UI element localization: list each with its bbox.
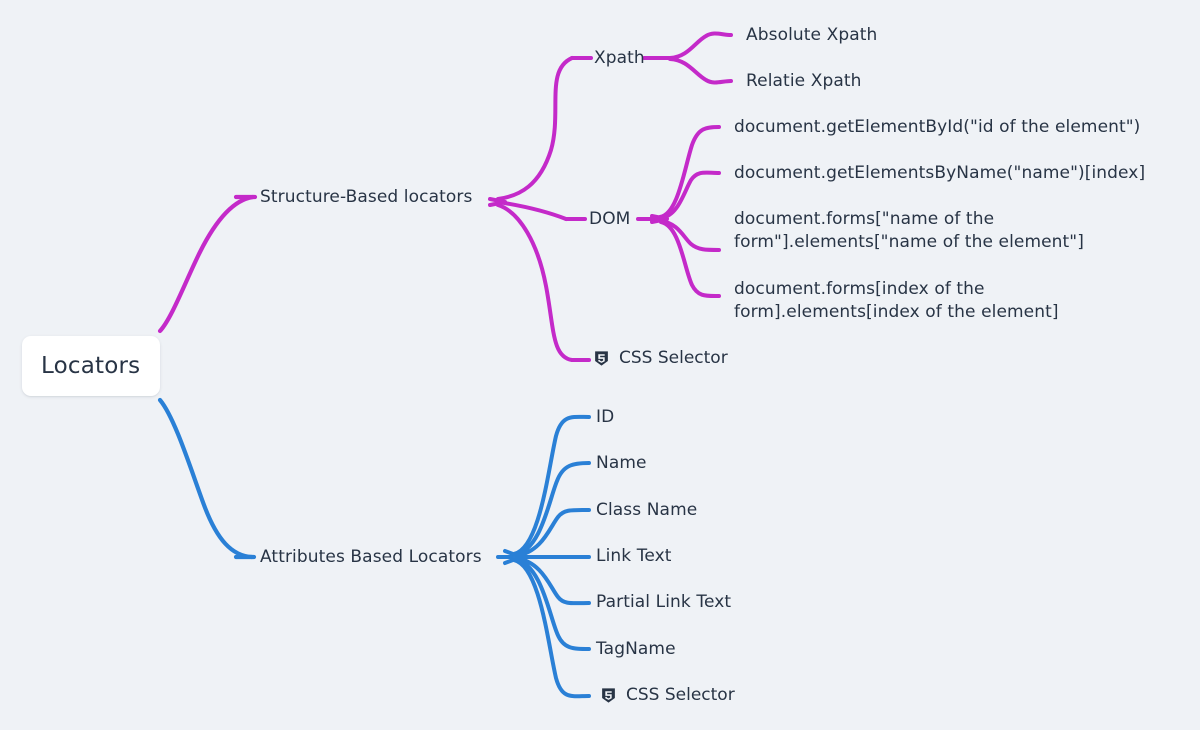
- node-attr-css-selector[interactable]: CSS Selector: [600, 685, 735, 705]
- node-relatie-xpath[interactable]: Relatie Xpath: [746, 71, 862, 91]
- edge-root-to-structure: [157, 194, 256, 334]
- node-absolute-xpath[interactable]: Absolute Xpath: [746, 25, 878, 45]
- node-attr-tagname[interactable]: TagName: [596, 639, 676, 659]
- edge-structure-to-css: [496, 203, 574, 362]
- root-node[interactable]: Locators: [22, 336, 160, 396]
- node-attr-link-text[interactable]: Link Text: [596, 546, 672, 566]
- node-xpath[interactable]: Xpath: [594, 48, 645, 68]
- edge-attributes-to-id: [512, 414, 591, 556]
- css3-shield-icon: [593, 350, 610, 367]
- edge-attributes-to-name: [513, 461, 591, 557]
- node-attr-partial-link-text[interactable]: Partial Link Text: [596, 592, 732, 612]
- edge-dom-to-getelementsbyname: [659, 170, 721, 220]
- node-attr-id[interactable]: ID: [596, 407, 615, 427]
- node-dom[interactable]: DOM: [589, 209, 631, 229]
- edge-xpath-to-absolute: [668, 31, 733, 60]
- node-attr-name[interactable]: Name: [596, 453, 647, 473]
- css3-shield-icon: [600, 687, 617, 704]
- edge-attributes-to-partial-link-text: [514, 556, 591, 606]
- edge-dom-hub: [650, 214, 669, 224]
- edge-structure-to-dom: [496, 200, 568, 221]
- edge-xpath-to-relatie: [668, 57, 733, 85]
- node-attr-class-name[interactable]: Class Name: [596, 500, 698, 520]
- node-dom-forms-by-name[interactable]: document.forms["name of the form"].eleme…: [734, 209, 1084, 252]
- node-dom-forms-by-index[interactable]: document.forms[index of the form].elemen…: [734, 279, 1059, 322]
- edge-structure-to-xpath: [496, 56, 574, 201]
- node-dom-get-elements-by-name[interactable]: document.getElementsByName("name")[index…: [734, 163, 1146, 183]
- edge-dom-to-getelementbyid: [658, 125, 721, 219]
- root-node-label: Locators: [41, 353, 141, 379]
- node-structure-css-selector[interactable]: CSS Selector: [593, 348, 728, 368]
- node-attributes-based-locators[interactable]: Attributes Based Locators: [260, 547, 482, 567]
- edge-root-to-attributes: [157, 397, 255, 560]
- edge-dom-to-forms-name: [659, 219, 721, 252]
- edge-dom-to-forms-index: [659, 220, 721, 299]
- edge-structure-hub: [488, 197, 507, 207]
- edge-attributes-to-css-selector: [512, 558, 591, 699]
- node-dom-get-element-by-id[interactable]: document.getElementById("id of the eleme…: [734, 117, 1141, 137]
- structure-css-selector-label: CSS Selector: [619, 348, 728, 368]
- edge-attributes-to-tagname: [513, 557, 591, 651]
- attr-css-selector-label: CSS Selector: [626, 685, 735, 705]
- edge-attributes-hub: [503, 549, 523, 565]
- edge-attributes-to-class-name: [514, 507, 591, 558]
- node-structure-based-locators[interactable]: Structure-Based locators: [260, 187, 473, 207]
